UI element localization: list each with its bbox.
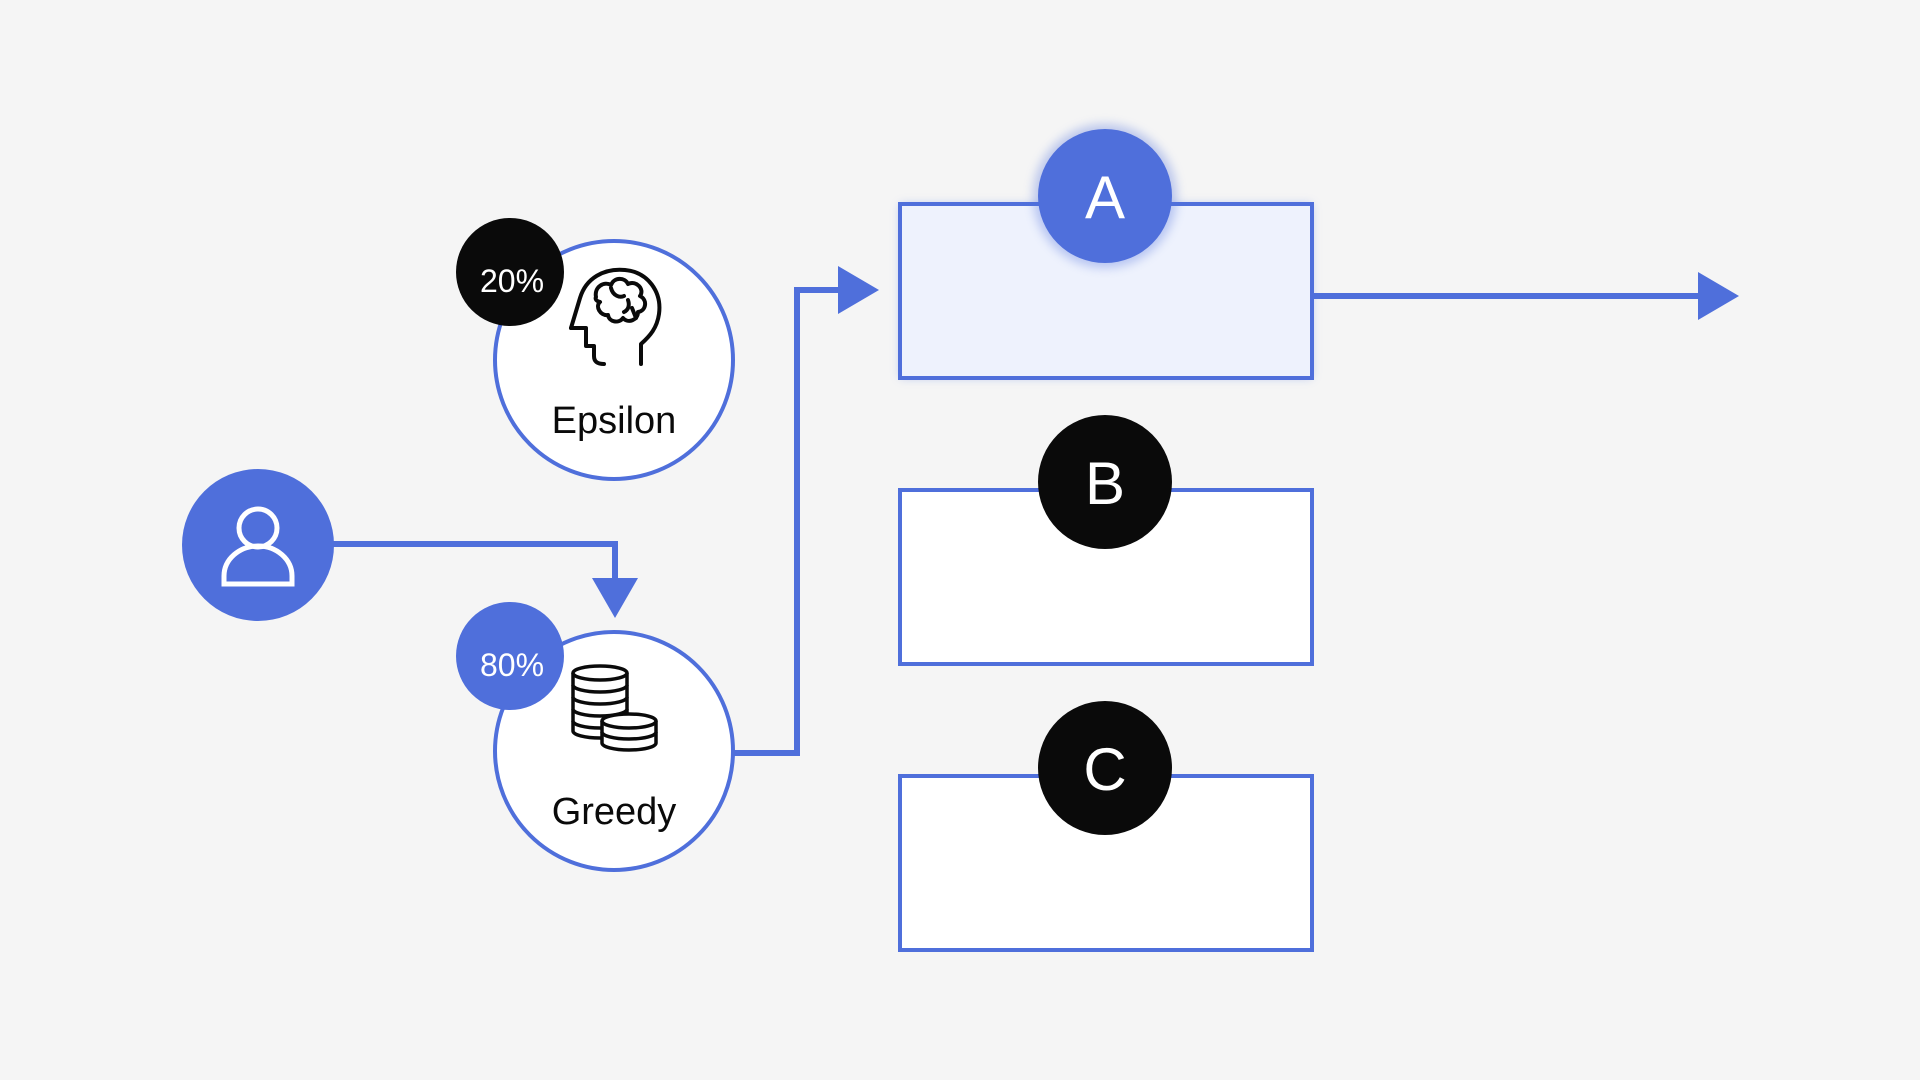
greedy-label: Greedy: [552, 791, 677, 833]
greedy-percent: 80%: [480, 647, 544, 683]
epsilon-percent-badge: 20%: [456, 218, 564, 326]
user-node: [182, 469, 334, 621]
option-badge-c: C: [1038, 701, 1172, 835]
arrowhead-down: [592, 578, 638, 618]
option-letter-b: B: [1085, 450, 1125, 517]
brain-head-icon: [569, 267, 662, 366]
option-letter-c: C: [1083, 736, 1126, 803]
option-letter-a: A: [1085, 164, 1125, 231]
connector-greedy-to-a: [734, 287, 845, 756]
greedy-percent-badge: 80%: [456, 602, 564, 710]
user-icon: [221, 506, 295, 587]
option-badge-a: A: [1033, 124, 1177, 268]
arrowhead-right-output: [1698, 272, 1739, 320]
option-badge-b: B: [1038, 415, 1172, 549]
arrowhead-right-to-a: [838, 266, 879, 314]
epsilon-label: Epsilon: [552, 400, 677, 442]
greedy-node: Greedy: [493, 630, 735, 872]
coin-stack-icon: [571, 664, 658, 752]
epsilon-percent: 20%: [480, 263, 544, 299]
connector-user-to-greedy: [330, 541, 618, 585]
